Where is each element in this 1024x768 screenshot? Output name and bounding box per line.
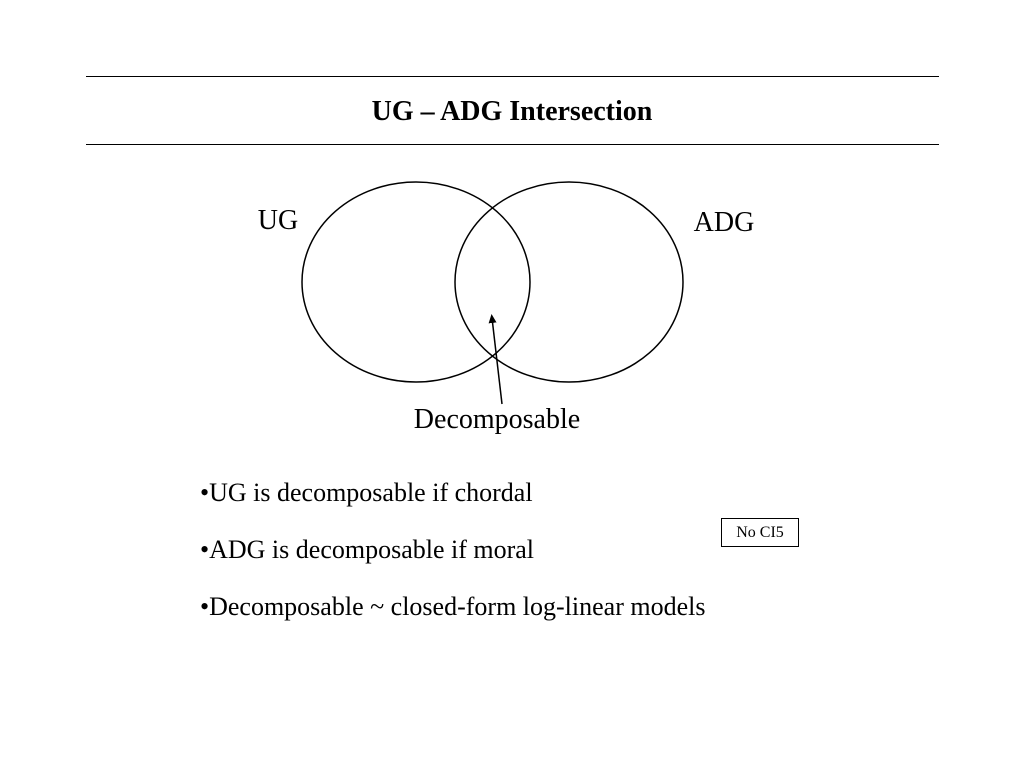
ug-set-circle: [301, 181, 531, 383]
bullet-item-adg-moral: •ADG is decomposable if moral: [200, 535, 535, 564]
adg-set-circle: [454, 181, 684, 383]
title-rule-bottom: [86, 144, 939, 145]
intersection-pointer-arrow: [488, 314, 503, 405]
slide-title: UG – ADG Intersection: [371, 96, 653, 127]
adg-set-label: ADG: [694, 207, 755, 238]
no-ci5-note-box: No CI5: [721, 518, 799, 547]
ug-set-label: UG: [258, 205, 298, 236]
title-rule-top: [86, 76, 939, 77]
bullet-list: •UG is decomposable if chordal •ADG is d…: [200, 478, 705, 649]
bullet-item-ug-chordal: •UG is decomposable if chordal: [200, 478, 533, 507]
intersection-label: Decomposable: [414, 404, 580, 435]
bullet-item-decomposable-models: •Decomposable ~ closed-form log-linear m…: [200, 592, 706, 621]
